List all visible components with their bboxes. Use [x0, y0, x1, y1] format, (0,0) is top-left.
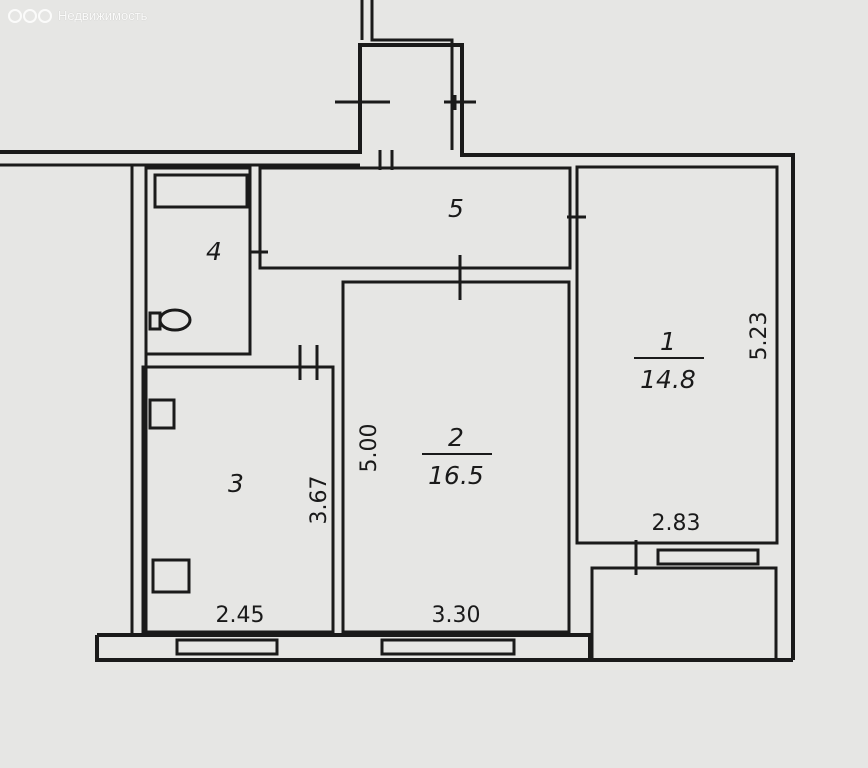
room-2-outline [341, 280, 571, 634]
window-room-2 [380, 638, 516, 656]
sink-icon [148, 398, 176, 430]
room-1-width-dim: 2.83 [652, 511, 701, 536]
door-ticks [250, 95, 638, 575]
room-3-length-dim: 3.67 [307, 476, 332, 525]
window-kitchen [175, 638, 279, 656]
room-2-width-dim: 3.30 [432, 603, 481, 628]
room-1-length-dim: 5.23 [747, 312, 772, 361]
domclick-logo-icon [8, 8, 52, 23]
room-3-number: 3 [228, 469, 244, 498]
bathtub [153, 173, 249, 209]
room-1-area: 14.8 [640, 365, 696, 394]
room-5-outline [258, 166, 572, 270]
room-2-length-dim: 5.00 [357, 424, 382, 473]
toilet-icon [158, 308, 192, 332]
room-1-outline [575, 165, 779, 545]
balcony-outline [590, 566, 778, 662]
stove-icon [151, 558, 191, 594]
window-room-1 [656, 548, 760, 566]
room-5-number: 5 [448, 194, 464, 223]
room-3-width-dim: 2.45 [216, 603, 265, 628]
toilet-tank [148, 311, 162, 331]
room-4-number: 4 [206, 237, 222, 266]
room-3-outline [141, 365, 335, 634]
room-2-number: 2 [448, 423, 464, 452]
watermark: Недвижимость [8, 8, 147, 23]
room-2-area: 16.5 [428, 461, 484, 490]
walls [0, 0, 795, 662]
watermark-text: Недвижимость [58, 8, 148, 23]
stair-block [360, 0, 454, 150]
outer-wall [0, 43, 795, 660]
room-4-outline [144, 166, 252, 356]
room-1-number: 1 [660, 327, 676, 356]
